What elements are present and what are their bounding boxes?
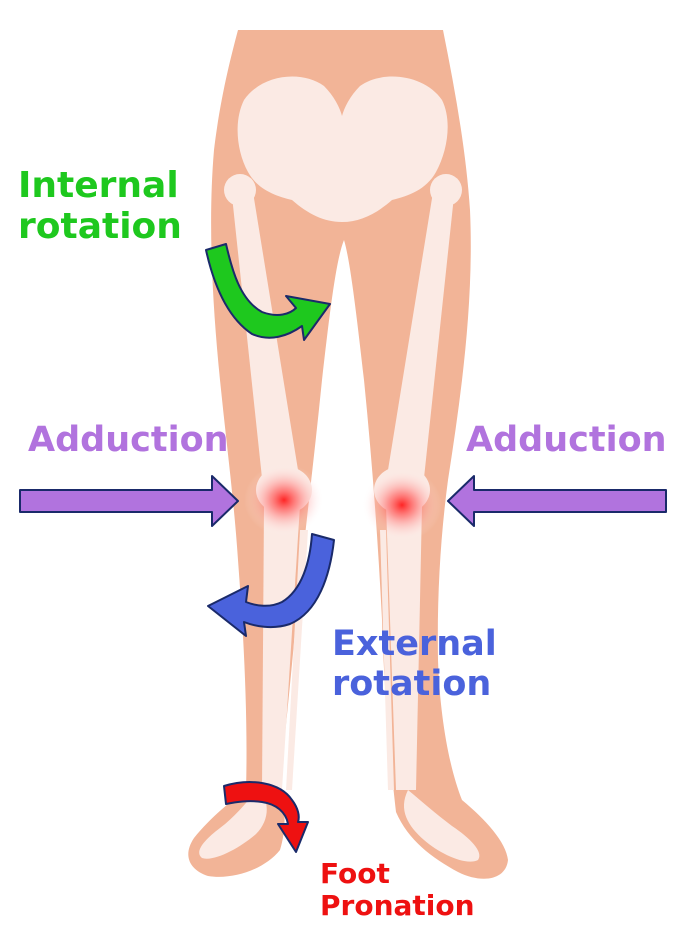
- adduction-left-label: Adduction: [28, 420, 229, 460]
- external-rotation-label-line1: External: [332, 624, 497, 664]
- right-fibula: [380, 530, 394, 790]
- foot-pronation-label: Foot Pronation: [320, 857, 475, 924]
- left-knee-glow: [244, 464, 324, 536]
- right-foot-bones: [403, 790, 480, 862]
- internal-rotation-label: Internal rotation: [18, 165, 182, 251]
- external-rotation-label-line2: rotation: [332, 664, 492, 705]
- foot-pronation-label-line1: Foot: [320, 857, 390, 890]
- right-tibia: [386, 505, 422, 790]
- right-femur: [388, 186, 454, 478]
- adduction-right-label: Adduction: [466, 420, 667, 460]
- right-knee-glow: [362, 469, 442, 541]
- foot-pronation-arrow-icon: [223, 781, 309, 853]
- external-rotation-label: External rotation: [332, 624, 497, 708]
- foot-pronation-label-line2: Pronation: [320, 889, 475, 923]
- left-tibia: [262, 505, 300, 790]
- internal-rotation-label-line2: rotation: [18, 206, 182, 248]
- internal-rotation-arrow-icon: [205, 243, 331, 341]
- internal-rotation-label-line1: Internal: [18, 165, 179, 206]
- adduction-right-arrow-icon: [447, 475, 667, 527]
- external-rotation-arrow-icon: [207, 533, 335, 637]
- adduction-left-arrow-icon: [19, 475, 239, 527]
- left-foot-bones: [199, 790, 267, 859]
- pelvis: [237, 76, 448, 222]
